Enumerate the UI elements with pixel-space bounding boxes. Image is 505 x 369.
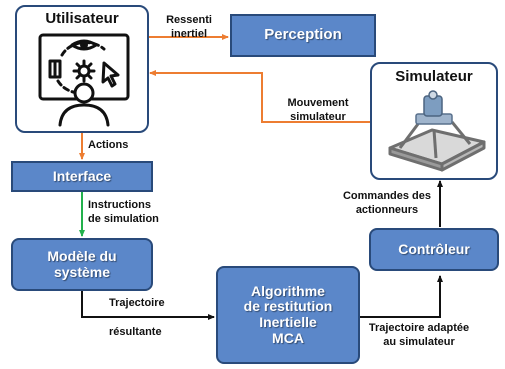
node-simulateur-title: Simulateur [395,68,473,85]
node-algo-line2: de restitution [243,298,333,315]
edge-trajectoire-adaptee [360,275,443,318]
edge-mouvement-simulateur [149,70,370,123]
edge-trajectoire-resultante [81,291,215,320]
node-utilisateur: Utilisateur [15,5,149,133]
node-utilisateur-title: Utilisateur [45,10,119,27]
label-trajectoire-resultante-1: Trajectoire [109,297,165,309]
node-modele-line1: Modèle du [47,247,117,264]
node-modele-line2: système [53,263,111,280]
user-at-computer-icon [38,33,130,127]
label-trajectoire-resultante-2: résultante [109,326,162,338]
node-algo-line3: Inertielle [259,314,317,330]
motion-platform-icon [388,90,486,172]
node-algo-line1: Algorithme [251,282,325,299]
node-interface: Interface [11,161,153,192]
node-algo-line4: MCA [272,329,304,346]
node-modele-du-systeme: Modèle du système [11,238,153,291]
node-simulateur: Simulateur [370,62,498,180]
node-controleur: Contrôleur [369,228,499,271]
label-actions: Actions [88,139,129,151]
node-perception: Perception [230,14,376,57]
node-algorithme-mca: Algorithme de restitution Inertielle MCA [216,266,360,364]
